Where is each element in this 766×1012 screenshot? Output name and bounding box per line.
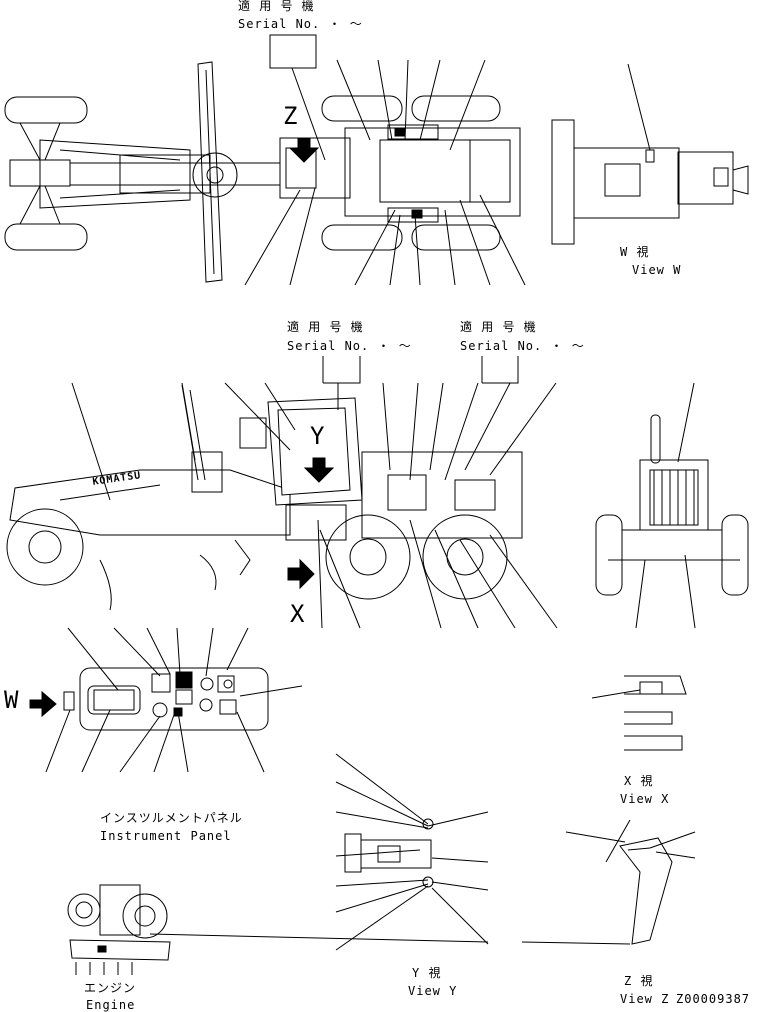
view-x-jp-label: X 視: [624, 774, 654, 788]
top-serial-en-label: Serial No. ・ 〜: [238, 17, 363, 31]
view-z-en-label: View Z: [620, 992, 670, 1006]
view-w-en-label: View W: [632, 263, 682, 277]
instrument-panel-drawing: [30, 628, 302, 772]
drawing-number-label: Z00009387: [676, 992, 751, 1006]
y-marker-label: Y: [310, 422, 325, 450]
engine-en-label: Engine: [86, 998, 136, 1012]
w-marker-label: W: [4, 686, 19, 714]
x-marker-label: X: [290, 600, 305, 628]
view-y-drawing: [150, 754, 488, 950]
engine-drawing: [68, 885, 170, 975]
view-z-drawing: [522, 820, 695, 944]
view-x-en-label: View X: [620, 792, 670, 806]
machine-front-view: [596, 383, 748, 628]
z-marker-label: Z: [283, 102, 298, 130]
view-w-jp-label: W 視: [620, 245, 650, 259]
mid-serial1-jp-label: 適 用 号 機: [287, 320, 364, 334]
instrument-panel-en-label: Instrument Panel: [100, 829, 232, 843]
view-y-en-label: View Y: [408, 984, 458, 998]
view-z-jp-label: Z 視: [624, 974, 654, 988]
view-w-drawing: [552, 64, 748, 244]
instrument-panel-jp-label: インスツルメントパネル: [100, 811, 243, 825]
top-serial-jp-label: 適 用 号 機: [238, 0, 315, 13]
view-x-drawing: [592, 676, 686, 750]
machine-top-view: [5, 35, 525, 285]
mid-serial2-en-label: Serial No. ・ 〜: [460, 339, 585, 353]
view-y-jp-label: Y 視: [412, 966, 442, 980]
engine-jp-label: エンジン: [84, 981, 137, 995]
machine-side-view: [7, 356, 557, 628]
mid-serial2-jp-label: 適 用 号 機: [460, 320, 537, 334]
mid-serial1-en-label: Serial No. ・ 〜: [287, 339, 412, 353]
